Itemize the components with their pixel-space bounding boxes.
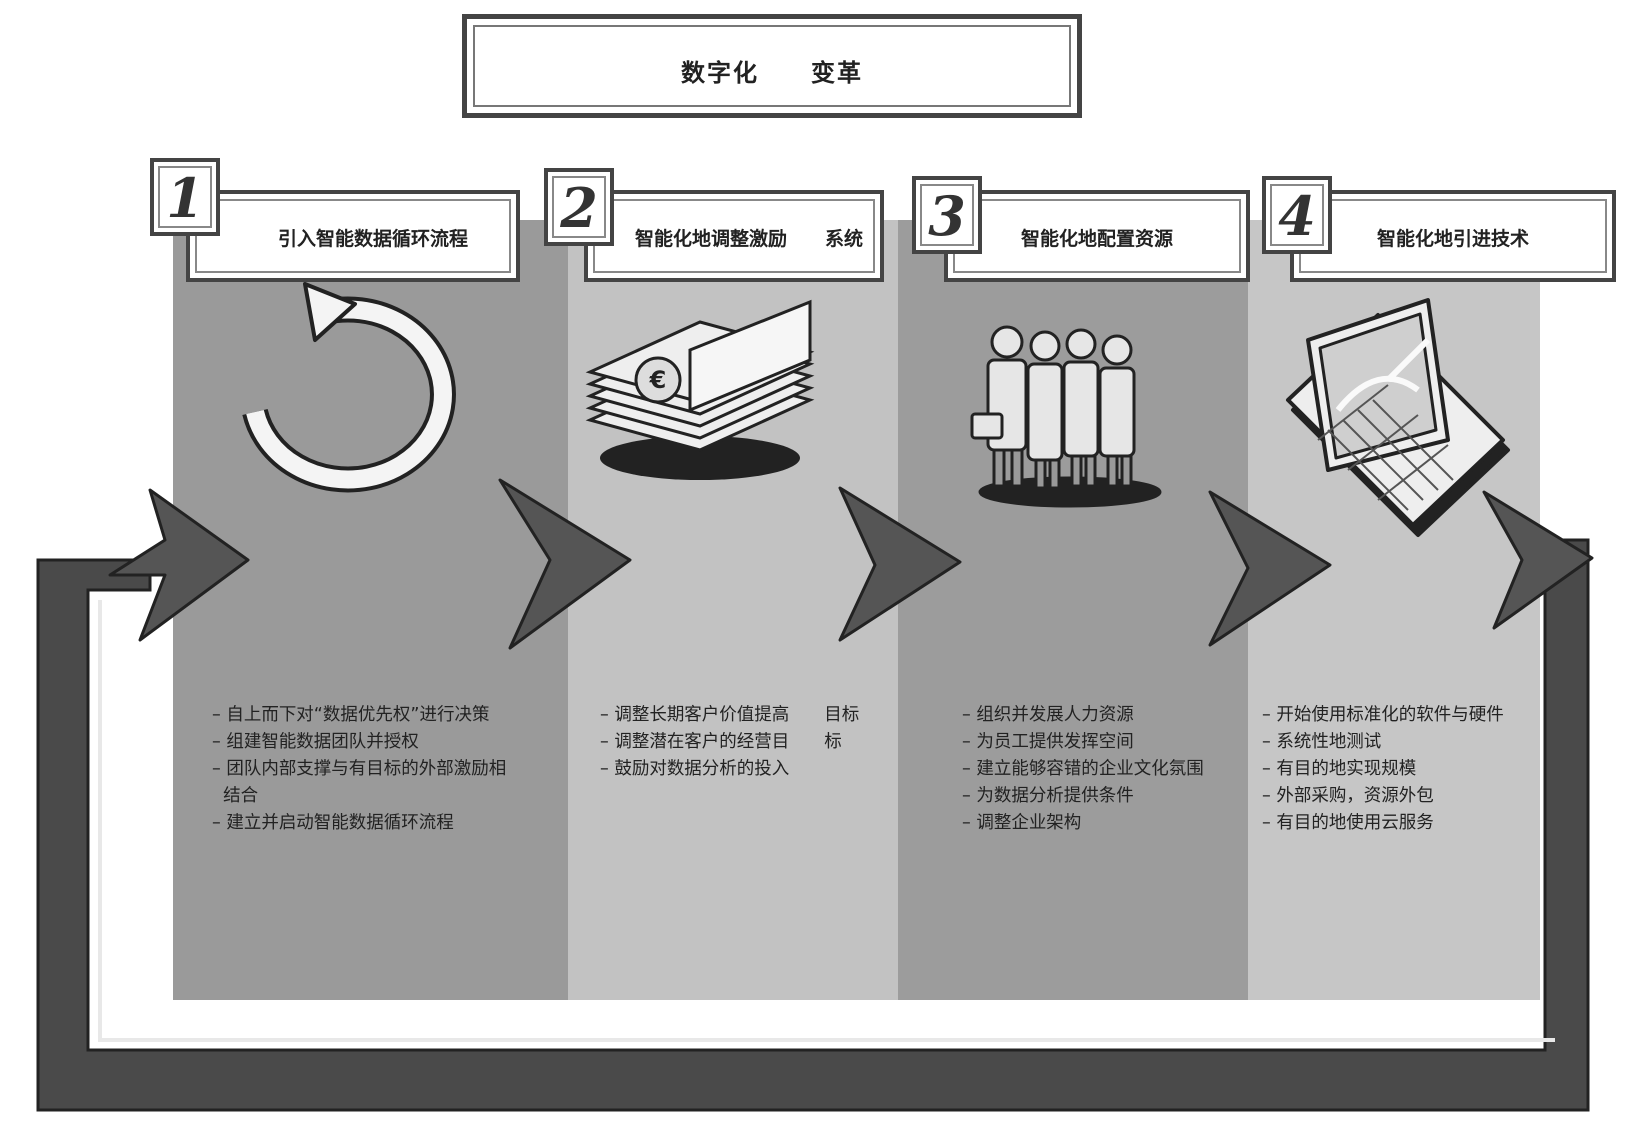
step-1-number: 1 [166, 166, 204, 230]
step-1-to-2-arrow-icon [498, 478, 632, 650]
step-3-number: 3 [928, 184, 966, 248]
step-1-number-badge: 1 [150, 158, 220, 236]
list-item: – 开始使用标准化的软件与硬件 [1262, 705, 1504, 725]
people-group-icon [970, 325, 1162, 508]
list-item: – 为员工提供发挥空间 [962, 732, 1134, 752]
list-item: – 建立并启动智能数据循环流程 [212, 813, 454, 833]
step-2-number: 2 [560, 176, 598, 240]
step-1-label: 引入智能数据循环流程 [277, 228, 468, 250]
list-item: – 有目的地实现规模 [1262, 759, 1417, 779]
list-item: – 组织并发展人力资源 [962, 705, 1134, 725]
entry-arrow-icon [108, 488, 250, 642]
step-4-label: 智能化地引进技术 [1376, 228, 1529, 250]
list-item: 结合 [212, 786, 259, 806]
list-item: – 建立能够容错的企业文化氛围 [962, 759, 1204, 779]
list-item: – 调整企业架构 [962, 813, 1082, 833]
page-title: 数字化 变革 [681, 59, 863, 87]
step-1-column [173, 220, 568, 1000]
step-3-to-4-arrow-icon [1208, 490, 1332, 647]
list-item: – 外部采购，资源外包 [1262, 786, 1434, 806]
title-banner: 数字化 变革 [462, 14, 1082, 118]
step-3-list: – 组织并发展人力资源 – 为员工提供发挥空间 – 建立能够容错的企业文化氛围 … [962, 702, 1242, 837]
list-item: – 鼓励对数据分析的投入 [600, 759, 790, 779]
step-4-number: 4 [1278, 184, 1316, 248]
step-1-list: – 自上而下对“数据优先权”进行决策 – 组建智能数据团队并授权 – 团队内部支… [212, 702, 557, 837]
step-1-header: 引入智能数据循环流程 [186, 190, 520, 282]
money-stack-icon: € [585, 299, 815, 480]
step-4-list: – 开始使用标准化的软件与硬件 – 系统性地测试 – 有目的地实现规模 – 外部… [1262, 702, 1537, 837]
laptop-icon [1286, 298, 1510, 537]
step-3-header: 智能化地配置资源 [944, 190, 1250, 282]
step-2-number-badge: 2 [544, 168, 614, 246]
cycle-arrow-icon [242, 282, 456, 493]
list-item: – 系统性地测试 [1262, 732, 1382, 752]
step-4-loop-arrow-icon [1482, 490, 1594, 630]
step-3-number-badge: 3 [912, 176, 982, 254]
list-item: – 调整潜在客户的经营目 标 [600, 732, 842, 752]
step-2-to-3-arrow-icon [838, 486, 962, 642]
step-4-number-badge: 4 [1262, 176, 1332, 254]
chevron-arrows [108, 478, 1594, 650]
list-item: – 自上而下对“数据优先权”进行决策 [212, 705, 490, 725]
svg-text:€: € [649, 366, 667, 394]
list-item: – 团队内部支撑与有目标的外部激励相 [212, 759, 507, 779]
list-item: – 为数据分析提供条件 [962, 786, 1134, 806]
step-2-list: – 调整长期客户价值提高 目标 – 调整潜在客户的经营目 标 – 鼓励对数据分析… [600, 702, 890, 783]
step-3-label: 智能化地配置资源 [1020, 228, 1173, 250]
list-item: – 组建智能数据团队并授权 [212, 732, 419, 752]
step-2-header: 智能化地调整激励 系统 [584, 190, 884, 282]
step-4-header: 智能化地引进技术 [1290, 190, 1616, 282]
step-2-label: 智能化地调整激励 系统 [634, 228, 863, 250]
list-item: – 调整长期客户价值提高 目标 [600, 705, 860, 725]
list-item: – 有目的地使用云服务 [1262, 813, 1434, 833]
